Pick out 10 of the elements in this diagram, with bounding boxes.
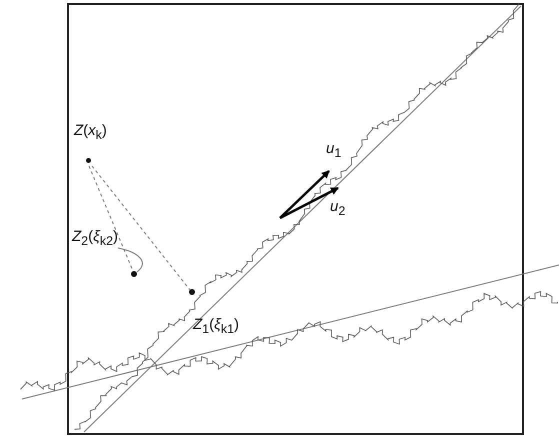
projection-line — [92, 166, 190, 290]
vector-label: u$_{2}$ — [330, 198, 346, 220]
point-label: Z$_{1}$(ξ$_{k1}$) — [193, 316, 240, 338]
vector-label: u$_{1}$ — [326, 140, 342, 162]
data-point — [131, 271, 137, 277]
data-point — [189, 289, 195, 295]
point-label: Z(x$_{k}$) — [74, 122, 107, 144]
point-label: Z$_{2}$(ξ$_{k2}$) — [72, 228, 118, 250]
leader-line — [118, 248, 143, 272]
projection-line — [88, 166, 134, 272]
